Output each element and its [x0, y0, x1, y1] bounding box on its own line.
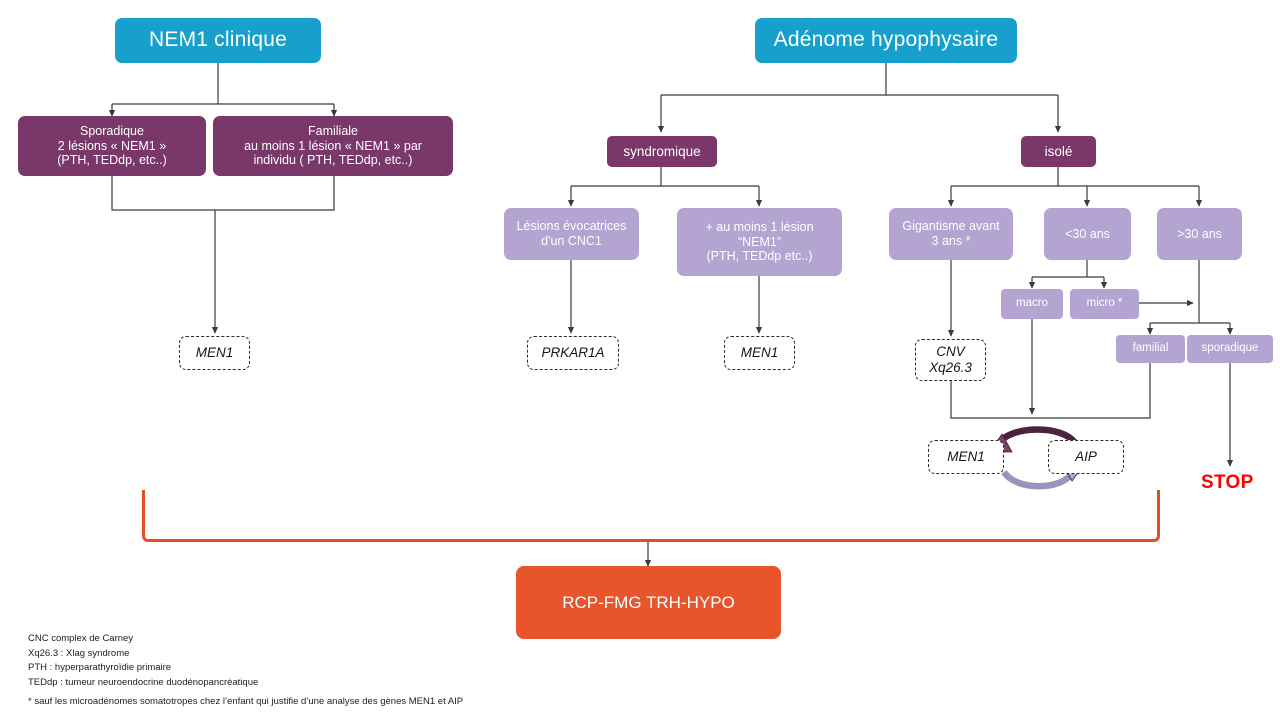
gene-box-men1-cycle[interactable]: MEN1: [928, 440, 1004, 474]
gene-box-men1-left[interactable]: MEN1: [179, 336, 250, 370]
box-au-moins-1-lesion-nem1[interactable]: + au moins 1 lésion “NEM1” (PTH, TEDdp e…: [677, 208, 842, 276]
header-adenome-hypophysaire[interactable]: Adénome hypophysaire: [755, 18, 1017, 63]
gene-box-prkar1a[interactable]: PRKAR1A: [527, 336, 619, 370]
box-sporadique-isole[interactable]: sporadique: [1187, 335, 1273, 363]
stop-label: STOP: [1201, 472, 1254, 493]
box-gigantisme-avant-3-ans[interactable]: Gigantisme avant 3 ans *: [889, 208, 1013, 260]
box-isole[interactable]: isolé: [1021, 136, 1096, 167]
header-nem1-clinique[interactable]: NEM1 clinique: [115, 18, 321, 63]
box-familial[interactable]: familial: [1116, 335, 1185, 363]
gene-box-cnv-xq26-3[interactable]: CNV Xq26.3: [915, 339, 986, 381]
box-micro[interactable]: micro *: [1070, 289, 1139, 319]
box-familiale[interactable]: Familiale au moins 1 lésion « NEM1 » par…: [213, 116, 453, 176]
gene-box-men1-syndromique[interactable]: MEN1: [724, 336, 795, 370]
legend-footnote: * sauf les microadénomes somatotropes ch…: [28, 696, 464, 707]
box-rcp-fmg-trh-hypo[interactable]: RCP-FMG TRH-HYPO: [516, 566, 781, 639]
box-syndromique[interactable]: syndromique: [607, 136, 717, 167]
box-sporadique[interactable]: Sporadique 2 lésions « NEM1 » (PTH, TEDd…: [18, 116, 206, 176]
box-macro[interactable]: macro: [1001, 289, 1063, 319]
orange-bracket: [142, 490, 1160, 542]
gene-box-aip[interactable]: AIP: [1048, 440, 1124, 474]
box-lesions-evocatrices-cnc1[interactable]: Lésions évocatrices d'un CNC1: [504, 208, 639, 260]
legend-abbreviations: CNC complex de Carney Xq26.3 : Xlag synd…: [28, 633, 259, 689]
box-moins-de-30-ans[interactable]: <30 ans: [1044, 208, 1131, 260]
box-plus-de-30-ans[interactable]: >30 ans: [1157, 208, 1242, 260]
